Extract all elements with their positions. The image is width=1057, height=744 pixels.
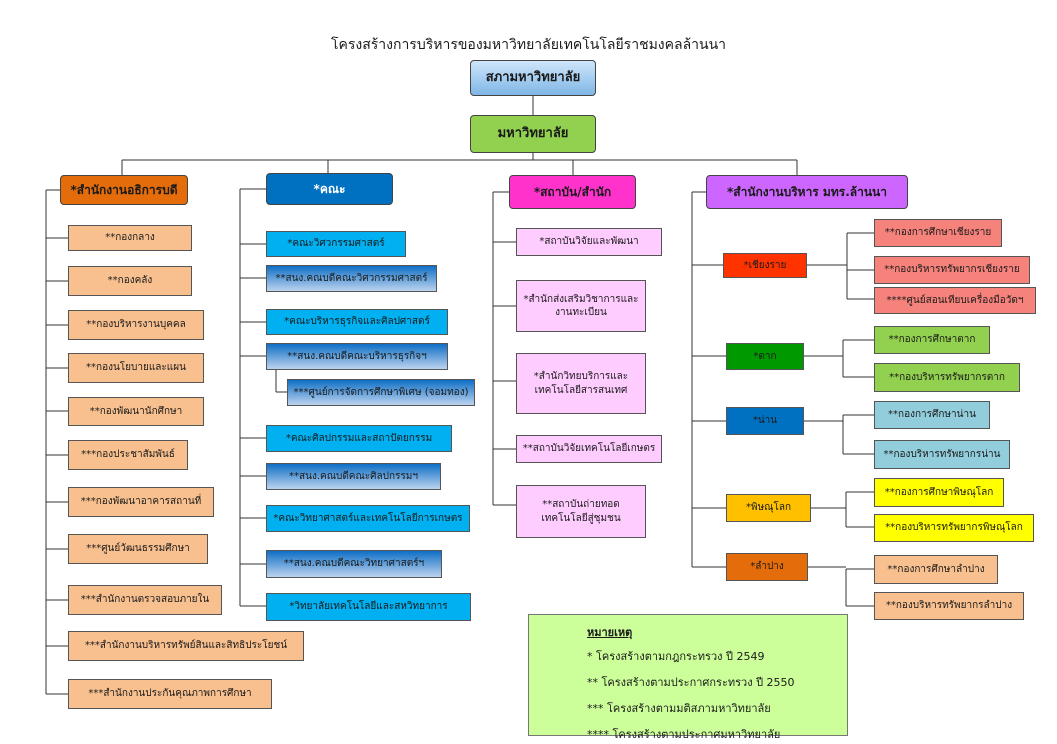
campus-phitsanulok: *พิษณุโลก [726, 494, 811, 522]
legend: หมายเหตุ * โครงสร้างตามกฎกระทรวง ปี 2549… [528, 614, 848, 741]
president-office-item: **กองคลัง [68, 266, 192, 296]
campus-child: **กองบริหารทรัพยากรน่าน [874, 440, 1010, 469]
university-box: มหาวิทยาลัย [470, 115, 596, 153]
president-office-item: ***สำนักงานบริหารทรัพย์สินและสิทธิประโยช… [68, 631, 304, 661]
legend-item: *** โครงสร้างตามมติสภามหาวิทยาลัย [587, 702, 771, 715]
legend-item: * โครงสร้างตามกฎกระทรวง ปี 2549 [587, 650, 765, 663]
institute-item: **สถาบันวิจัยเทคโนโลยีเกษตร [516, 435, 662, 463]
campus-child: **กองบริหารทรัพยากรพิษณุโลก [874, 514, 1034, 542]
campus-child: **กองการศึกษาพิษณุโลก [874, 478, 1004, 507]
campus-chiangrai: *เชียงราย [723, 253, 807, 278]
faculty-dean-office: **สนง.คณบดีคณะศิลปกรรมฯ [266, 463, 441, 490]
campus-lampang: *ลำปาง [726, 553, 808, 581]
page-title: โครงสร้างการบริหารของมหาวิทยาลัยเทคโนโลย… [330, 37, 727, 53]
legend-heading: หมายเหตุ [587, 626, 633, 639]
faculty-dean-office: **สนง.คณบดีคณะบริหารธุรกิจฯ [266, 343, 448, 370]
faculty-item: *วิทยาลัยเทคโนโลยีและสหวิทยาการ [266, 593, 471, 621]
institute-item: *สำนักวิทยบริการและเทคโนโลยีสารสนเทศ [516, 353, 646, 414]
president-office-item: **กองบริหารงานบุคคล [68, 310, 204, 340]
institute-item: **สถาบันถ่ายทอดเทคโนโลยีสู่ชุมชน [516, 485, 646, 538]
president-office-item: ***สำนักงานตรวจสอบภายใน [68, 585, 222, 615]
president-office-item: **กองพัฒนานักศึกษา [68, 397, 204, 426]
president-office-item: ***กองประชาสัมพันธ์ [68, 440, 188, 470]
faculty-header: *คณะ [266, 173, 393, 205]
campus-nan: *น่าน [726, 407, 804, 435]
special-education-center: ***ศูนย์การจัดการศึกษาพิเศษ (จอมทอง) [287, 379, 475, 406]
council-box: สภามหาวิทยาลัย [470, 60, 596, 96]
campus-child: ****ศูนย์สอนเทียบเครื่องมือวัดฯ [874, 287, 1036, 314]
faculty-item: *คณะบริหารธุรกิจและศิลปศาสตร์ [266, 309, 448, 335]
president-office-item: **กองกลาง [68, 225, 192, 251]
campus-child: **กองการศึกษาตาก [874, 326, 990, 354]
legend-item: **** โครงสร้างตามประกาศมหาวิทยาลัย [587, 728, 781, 741]
faculty-item: *คณะวิศวกรรมศาสตร์ [266, 231, 406, 257]
campus-child: **กองการศึกษาน่าน [874, 401, 990, 429]
campus-child: **กองบริหารทรัพยากรตาก [874, 363, 1020, 392]
campus-child: **กองบริหารทรัพยากรลำปาง [874, 592, 1024, 620]
campus-child: **กองการศึกษาลำปาง [874, 555, 998, 584]
institute-item: *สถาบันวิจัยและพัฒนา [516, 228, 662, 256]
president-office-item: ***ศูนย์วัฒนธรรมศึกษา [68, 534, 208, 564]
faculty-dean-office: **สนง.คณบดีคณะวิศวกรรมศาสตร์ [266, 265, 437, 292]
institute-header: *สถาบัน/สำนัก [509, 175, 636, 209]
president-office-item: ***สำนักงานประกันคุณภาพการศึกษา [68, 679, 272, 709]
president-office-header: *สำนักงานอธิการบดี [60, 175, 188, 205]
institute-item: *สำนักส่งเสริมวิชาการและงานทะเบียน [516, 280, 646, 332]
campus-office-header: *สำนักงานบริหาร มทร.ล้านนา [706, 175, 908, 209]
campus-child: **กองการศึกษาเชียงราย [874, 219, 1002, 247]
campus-tak: *ตาก [726, 343, 804, 370]
campus-child: **กองบริหารทรัพยากรเชียงราย [874, 256, 1030, 284]
president-office-item: **กองนโยบายและแผน [68, 353, 204, 383]
faculty-item: *คณะวิทยาศาสตร์และเทคโนโลยีการเกษตร [266, 505, 470, 532]
legend-item: ** โครงสร้างตามประกาศกระทรวง ปี 2550 [587, 676, 795, 689]
faculty-item: *คณะศิลปกรรมและสถาปัตยกรรม [266, 425, 452, 452]
faculty-dean-office: **สนง.คณบดีคณะวิทยาศาสตร์ฯ [266, 550, 442, 578]
president-office-item: ***กองพัฒนาอาคารสถานที่ [68, 487, 214, 517]
